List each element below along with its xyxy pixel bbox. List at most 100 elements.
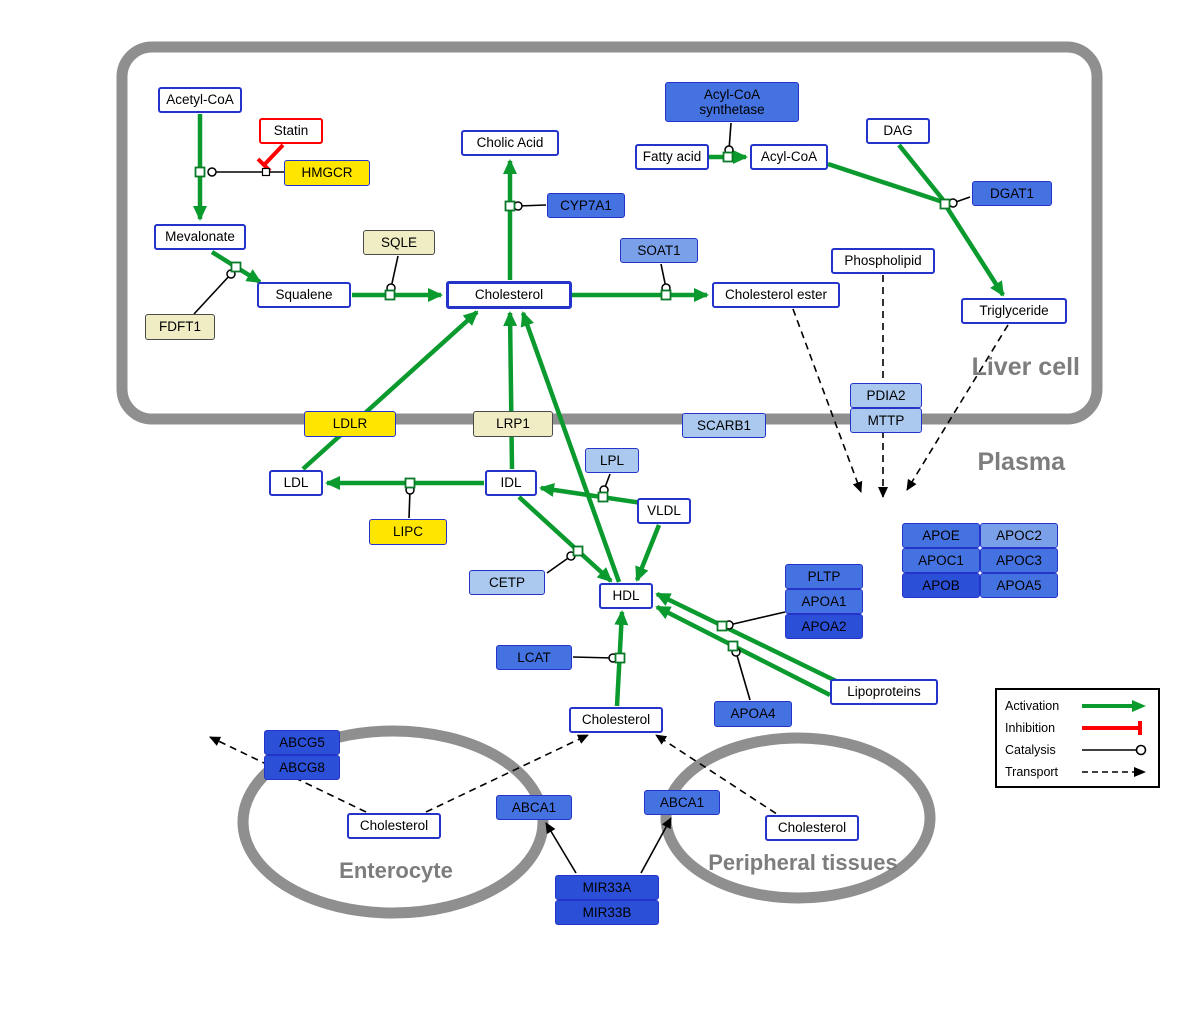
node-cholesterol-peripheral[interactable]: Cholesterol: [765, 815, 859, 841]
c-fdft1: [193, 269, 236, 315]
node-apoe[interactable]: APOE: [902, 523, 980, 548]
t-triglyceride-to-lipoprotein: [906, 324, 1009, 491]
node-ldlr[interactable]: LDLR: [304, 411, 396, 437]
node-ldl[interactable]: LDL: [269, 470, 323, 496]
node-cyp7a1[interactable]: CYP7A1: [547, 193, 625, 218]
node-acyl-coa2[interactable]: Acyl-CoA: [750, 144, 828, 170]
legend-inhibition-label: Inhibition: [1005, 721, 1056, 735]
node-abcg5[interactable]: ABCG5: [264, 730, 340, 755]
node-apoa4[interactable]: APOA4: [714, 701, 792, 727]
node-soat1[interactable]: SOAT1: [620, 238, 698, 263]
inhibition-tbar-icon: [1082, 721, 1142, 735]
peripheral-tissues-label: Peripheral tissues: [708, 850, 898, 875]
reaction-nodes: [194, 151, 951, 664]
liver-cell-outline: [116, 41, 1103, 425]
node-abcg8[interactable]: ABCG8: [264, 755, 340, 780]
node-scarb1[interactable]: SCARB1: [682, 413, 766, 438]
node-cholesterol-liver[interactable]: Cholesterol: [446, 281, 572, 309]
node-vldl[interactable]: VLDL: [637, 498, 691, 524]
node-apoa5[interactable]: APOA5: [980, 573, 1058, 598]
legend-row-activation: Activation: [1005, 695, 1150, 717]
acyl-coa-synthetase-line2: synthetase: [699, 102, 765, 117]
node-hmgcr[interactable]: HMGCR: [284, 160, 370, 186]
compartment-shapes: [116, 41, 1103, 919]
node-squalene[interactable]: Squalene: [257, 282, 351, 308]
c-lcat: [572, 653, 618, 663]
r-mir33-abca1-enterocyte: [545, 822, 577, 874]
e-hdl-cholesterol: [520, 311, 622, 583]
node-apoc2[interactable]: APOC2: [980, 523, 1058, 548]
c-lpl: [599, 473, 611, 495]
node-sqle[interactable]: SQLE: [363, 230, 435, 255]
c-lipc: [405, 485, 415, 519]
i-statin-line: [262, 143, 285, 167]
transport-dashed-arrow-icon: [1082, 767, 1146, 777]
c-soat1: [660, 263, 671, 293]
liver-cell-label: Liver cell: [971, 353, 1080, 381]
node-idl[interactable]: IDL: [485, 470, 537, 496]
node-cholesterol-ester[interactable]: Cholesterol ester: [712, 282, 840, 308]
node-abca1-enterocyte[interactable]: ABCA1: [496, 795, 572, 820]
node-lcat[interactable]: LCAT: [496, 645, 572, 670]
c-apoa1-apoa2: [724, 611, 786, 630]
legend-row-transport: Transport: [1005, 761, 1150, 783]
legend-transport-label: Transport: [1005, 765, 1059, 779]
node-pltp[interactable]: PLTP: [785, 564, 863, 589]
activation-arrow-icon: [1082, 700, 1146, 712]
e-lipoproteins-hdl-1: [655, 591, 837, 684]
node-mir33a[interactable]: MIR33A: [555, 875, 659, 900]
node-cholic-acid[interactable]: Cholic Acid: [461, 130, 559, 156]
e-idl-cholesterol-via-lrp1: [503, 311, 518, 470]
node-apoa1[interactable]: APOA1: [785, 589, 863, 614]
node-lipc[interactable]: LIPC: [369, 519, 447, 545]
regulation-edges: [545, 817, 672, 874]
node-lpl[interactable]: LPL: [585, 448, 639, 473]
statin-anchor: [261, 167, 271, 177]
node-fdft1[interactable]: FDFT1: [145, 314, 215, 340]
enterocyte-outline: [237, 725, 549, 919]
c-cyp7a1: [513, 201, 547, 211]
node-apoc1[interactable]: APOC1: [902, 548, 980, 573]
node-dag[interactable]: DAG: [866, 118, 930, 144]
node-acyl-coa-synthetase[interactable]: Acyl-CoA synthetase: [665, 82, 799, 122]
t-peripheral-to-plasma: [655, 734, 787, 821]
node-apob[interactable]: APOB: [902, 573, 980, 598]
activation-edges: [193, 114, 1005, 707]
node-cetp[interactable]: CETP: [469, 570, 545, 595]
node-acetyl-coa[interactable]: Acetyl-CoA: [158, 87, 242, 113]
node-lrp1[interactable]: LRP1: [473, 411, 553, 437]
acyl-coa-synthetase-line1: Acyl-CoA: [703, 86, 761, 102]
node-mevalonate[interactable]: Mevalonate: [154, 224, 246, 250]
node-hdl[interactable]: HDL: [599, 583, 653, 609]
c-apoa4: [731, 647, 751, 701]
e-lipoproteins-hdl-2: [655, 604, 832, 698]
catalysis-circle-icon: [1082, 744, 1147, 756]
node-pdia2[interactable]: PDIA2: [850, 383, 922, 408]
node-abca1-peripheral[interactable]: ABCA1: [644, 790, 720, 815]
e-acylcoa-dgatnode: [827, 161, 944, 205]
e-dag-dgatnode: [897, 143, 946, 203]
node-mir33b[interactable]: MIR33B: [555, 900, 659, 925]
enterocyte-label: Enterocyte: [339, 858, 453, 883]
node-cholesterol-plasma[interactable]: Cholesterol: [569, 707, 663, 733]
node-triglyceride[interactable]: Triglyceride: [961, 298, 1067, 324]
c-dgat1: [948, 196, 971, 208]
catalysis-edges: [193, 122, 971, 701]
e-vldl-idl: [539, 482, 643, 506]
node-statin[interactable]: Statin: [259, 118, 323, 144]
legend-catalysis-label: Catalysis: [1005, 743, 1056, 757]
e-idl-hdl-cetp: [517, 495, 613, 583]
node-fatty-acid[interactable]: Fatty acid: [635, 144, 709, 170]
node-apoa2[interactable]: APOA2: [785, 614, 863, 639]
node-apoc3[interactable]: APOC3: [980, 548, 1058, 573]
node-dgat1[interactable]: DGAT1: [972, 181, 1052, 206]
node-cholesterol-enterocyte[interactable]: Cholesterol: [347, 813, 441, 839]
node-lipoproteins[interactable]: Lipoproteins: [830, 679, 938, 705]
c-acylcoa-synthetase: [724, 122, 734, 155]
legend-activation-label: Activation: [1005, 699, 1060, 713]
legend: Activation Inhibition Catalysis Transpor…: [995, 688, 1160, 788]
node-phospholipid[interactable]: Phospholipid: [831, 248, 935, 274]
legend-row-catalysis: Catalysis: [1005, 739, 1150, 761]
node-mttp[interactable]: MTTP: [850, 408, 922, 433]
e-ldl-cholesterol-via-ldlr: [301, 310, 479, 471]
